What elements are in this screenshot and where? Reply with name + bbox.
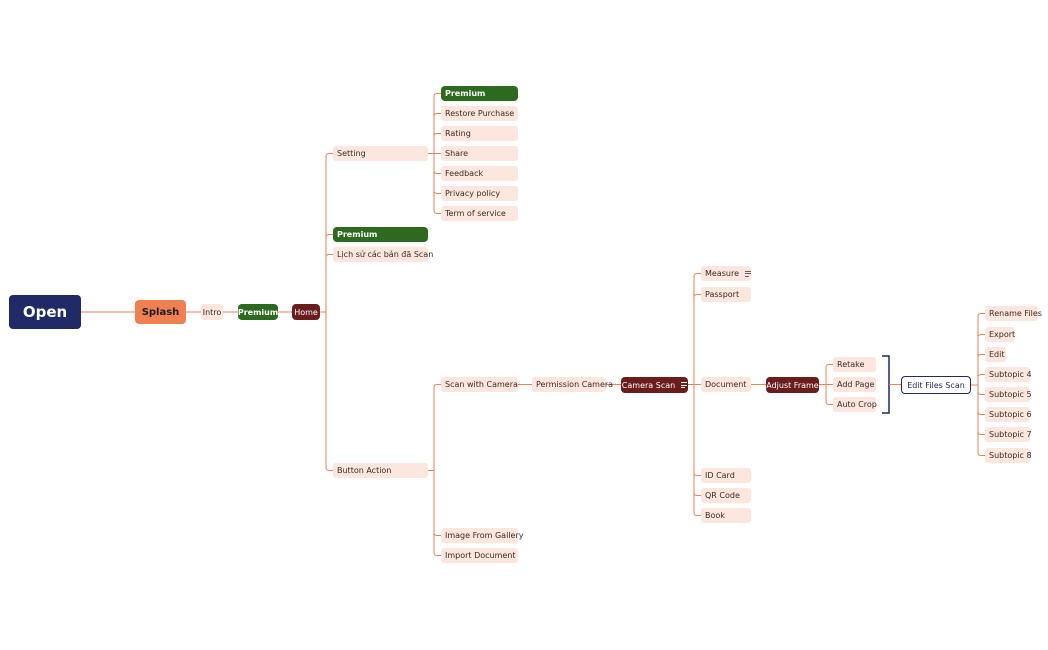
edit-item-subtopic-7[interactable]: Subtopic 7 [985, 427, 1032, 442]
summary-bracket [882, 355, 890, 414]
edit-item-edit[interactable]: Edit [985, 347, 1006, 362]
connector-line [433, 93, 441, 97]
edit-item-rename-files[interactable]: Rename Files [985, 306, 1042, 321]
setting-item-privacy-policy[interactable]: Privacy policy [441, 186, 518, 201]
topic-camera-scan[interactable]: Camera Scan [621, 377, 688, 393]
connector-line [433, 532, 441, 536]
camera-scan-label: Camera Scan [621, 380, 676, 390]
connector-line [977, 431, 985, 435]
topic-button-action[interactable]: Button Action [333, 463, 428, 478]
topic-scan-with-camera[interactable]: Scan with Camera [441, 377, 518, 392]
topic-image-from-gallery[interactable]: Image From Gallery [441, 528, 523, 543]
topic-scan-history[interactable]: Lịch sử các bản đã Scan [333, 247, 433, 262]
connector-line [977, 313, 985, 317]
topic-permission-camera[interactable]: Permission Camera [532, 377, 613, 392]
scan-type-qr-code[interactable]: QR Code [701, 488, 751, 503]
connector-line [693, 294, 701, 298]
setting-item-share[interactable]: Share [441, 146, 518, 161]
adjust-item-auto-crop[interactable]: Auto Crop [833, 397, 877, 412]
connector-line [325, 234, 333, 238]
topic-import-document[interactable]: Import Document [441, 548, 518, 563]
connector-line [977, 374, 985, 378]
connector-line [693, 492, 701, 496]
connector-line [825, 364, 833, 368]
edit-item-subtopic-6[interactable]: Subtopic 6 [985, 407, 1032, 422]
setting-item-restore-purchase[interactable]: Restore Purchase [441, 106, 518, 121]
edit-item-export[interactable]: Export [985, 327, 1015, 342]
measure-label: Measure [705, 269, 739, 278]
connector-line [977, 354, 985, 358]
edit-item-subtopic-4[interactable]: Subtopic 4 [985, 367, 1032, 382]
connector-line [977, 411, 985, 415]
connector-line [977, 452, 985, 456]
edit-item-subtopic-8[interactable]: Subtopic 8 [985, 448, 1032, 463]
setting-item-feedback[interactable]: Feedback [441, 166, 518, 181]
topic-premium-main[interactable]: Premium [238, 304, 278, 320]
scan-type-book[interactable]: Book [701, 508, 751, 523]
scan-type-measure[interactable]: Measure [701, 266, 751, 281]
connector-line [325, 153, 333, 157]
topic-adjust-frame[interactable]: Adjust Frame [766, 377, 819, 393]
topic-home[interactable]: Home [292, 304, 320, 320]
setting-item-rating[interactable]: Rating [441, 126, 518, 141]
topic-splash[interactable]: Splash [135, 300, 186, 324]
connector-line [693, 472, 701, 476]
connector-line [433, 113, 441, 117]
connector-line [433, 133, 441, 137]
setting-item-premium[interactable]: Premium [441, 86, 518, 101]
adjust-item-retake[interactable]: Retake [833, 357, 876, 372]
notes-icon [745, 269, 751, 278]
connector-line [433, 210, 441, 214]
connector-line [977, 334, 985, 338]
scan-type-passport[interactable]: Passport [701, 287, 751, 302]
connector-line [977, 391, 985, 395]
connector-line [433, 384, 441, 388]
connector-line [825, 401, 833, 405]
adjust-item-add-page[interactable]: Add Page [833, 377, 876, 392]
connector-line [433, 170, 441, 174]
notes-icon [681, 381, 688, 390]
connector-line [693, 273, 701, 277]
edit-item-subtopic-5[interactable]: Subtopic 5 [985, 387, 1032, 402]
scan-type-document[interactable]: Document [701, 377, 751, 392]
root-topic-open[interactable]: Open [9, 295, 81, 329]
connector-line [433, 552, 441, 556]
setting-item-term-of-service[interactable]: Term of service [441, 206, 518, 221]
topic-edit-files-scan[interactable]: Edit Files Scan [901, 376, 971, 394]
connector-line [433, 190, 441, 194]
scan-type-id-card[interactable]: ID Card [701, 468, 751, 483]
topic-intro[interactable]: Intro [201, 304, 223, 320]
connector-line [693, 512, 701, 516]
topic-premium-home[interactable]: Premium [333, 227, 428, 242]
connector-line [325, 254, 333, 258]
connector-line [325, 467, 333, 471]
topic-setting[interactable]: Setting [333, 146, 428, 161]
